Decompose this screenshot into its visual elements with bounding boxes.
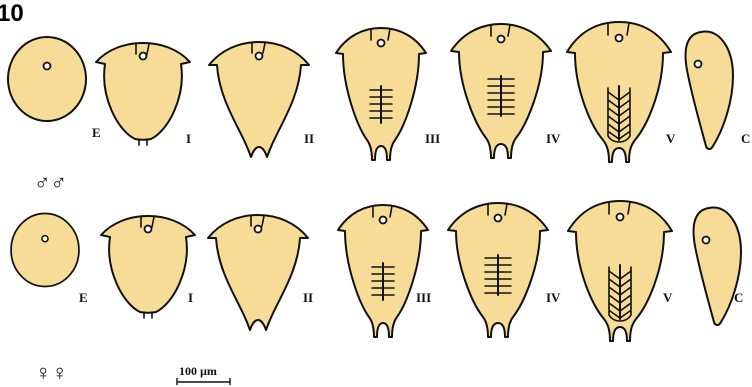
scale-bar: 100 µm (177, 364, 230, 385)
stage-egg-female (11, 213, 79, 286)
stage-v-female (568, 201, 672, 341)
stage-iv-male (451, 24, 551, 158)
stage-iii-male (336, 28, 426, 160)
label-v-female: V (663, 290, 673, 305)
stage-ii-female (208, 215, 308, 330)
scale-bar-label: 100 µm (179, 364, 217, 378)
stage-c-male (686, 31, 733, 149)
stage-iii-female (338, 205, 428, 337)
label-iv-female: IV (546, 290, 561, 305)
label-i-female: I (188, 290, 193, 305)
stage-ii-male (209, 42, 309, 157)
label-e-female: E (79, 290, 88, 305)
stage-i-male (96, 43, 190, 145)
label-c-female: C (734, 290, 743, 305)
label-iii-female: III (416, 290, 431, 305)
row-males: E I II III IV V C ♂♂ (8, 22, 750, 195)
male-symbol: ♂♂ (34, 170, 67, 195)
label-ii-male: II (304, 131, 314, 146)
female-symbol: ♀♀ (35, 360, 68, 385)
row-females: E I II III IV V C ♀♀ (11, 201, 743, 385)
label-v-male: V (666, 131, 676, 146)
label-i-male: I (186, 131, 191, 146)
stage-egg-male (8, 37, 86, 121)
figure-label: 10 (0, 0, 24, 27)
stage-v-male (567, 22, 671, 162)
label-iii-male: III (425, 131, 440, 146)
stage-iv-female (448, 203, 548, 337)
stage-i-female (101, 216, 195, 318)
label-e-male: E (92, 125, 101, 140)
label-iv-male: IV (546, 131, 561, 146)
stage-c-female (694, 207, 741, 325)
label-c-male: C (741, 131, 750, 146)
label-ii-female: II (303, 290, 313, 305)
